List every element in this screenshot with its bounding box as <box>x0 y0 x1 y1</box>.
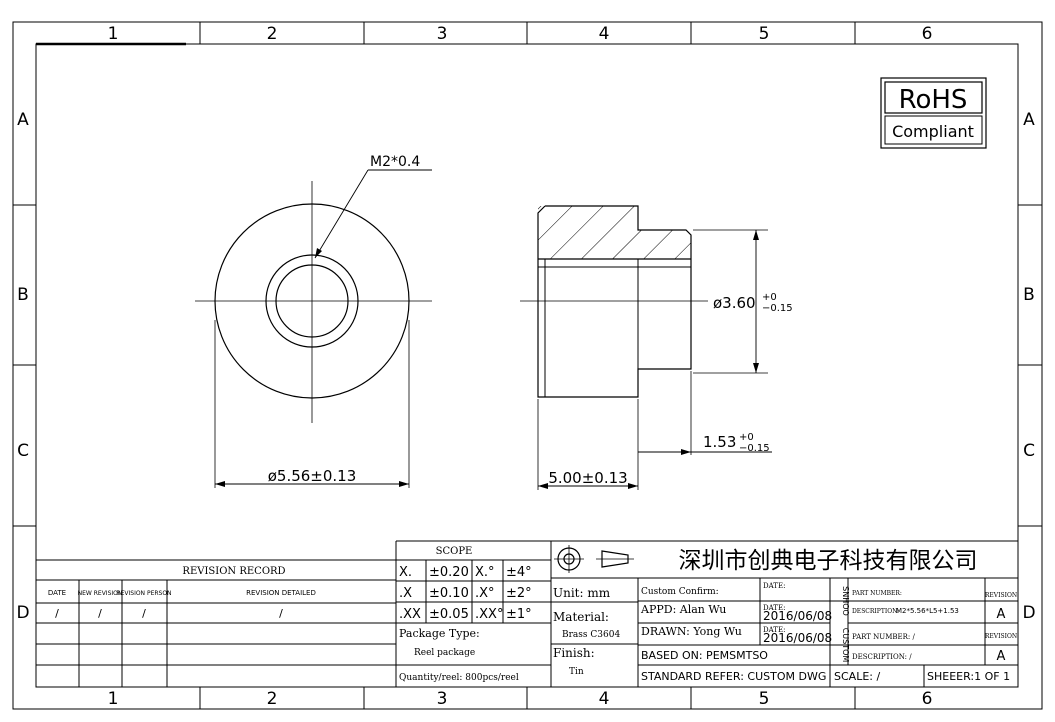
custom-confirm-label: Custom Confirm: <box>641 587 719 597</box>
drawn-date: 2016/06/08 <box>763 631 832 645</box>
row-label-d: D <box>16 603 29 623</box>
scope-row-1-angle: X.° <box>475 565 495 580</box>
row-label-a-right: A <box>1023 110 1035 130</box>
column-label-6-bottom: 6 <box>922 689 933 709</box>
scope-table <box>396 540 1018 687</box>
based-on: BASED ON: PEMSMTSO <box>641 649 768 662</box>
row-label-a: A <box>17 110 29 130</box>
scope-row-2-angle-tolerance: ±2° <box>506 586 532 601</box>
rohs-title: RoHS <box>899 85 968 115</box>
unit-label: Unit: mm <box>553 586 611 600</box>
side-view: ø3.60 +0 −0.15 1.53 +0 −0.15 5.00±0.13 <box>520 205 793 490</box>
company-name: 深圳市创典电子科技有限公司 <box>679 548 978 574</box>
drawn-by: DRAWN: Yong Wu <box>641 625 742 638</box>
column-label-2-bottom: 2 <box>267 689 278 709</box>
approved-by: APPD: Alan Wu <box>640 603 726 616</box>
revision-value-2: A <box>997 649 1006 664</box>
column-label-4-bottom: 4 <box>599 689 610 709</box>
outer-diameter-label: ø5.56±0.13 <box>268 467 357 485</box>
projection-symbol-icon <box>554 545 634 573</box>
material-label: Material: <box>553 610 609 624</box>
shank-diameter-label: ø3.60 <box>713 294 756 312</box>
column-label-3: 3 <box>437 24 448 44</box>
length-label: 5.00±0.13 <box>548 469 627 487</box>
scope-row-1-precision: X. <box>399 565 412 580</box>
revision-label-2: REVISION <box>985 633 1017 640</box>
scope-row-3-tolerance: ±0.05 <box>429 607 469 622</box>
column-label-1-bottom: 1 <box>108 689 119 709</box>
row-label-c-right: C <box>1023 441 1035 461</box>
shank-diameter-tol-upper: +0 <box>762 292 777 303</box>
revision-header-detailed: REVISION DETAILED <box>246 589 316 597</box>
thread-label: M2*0.4 <box>370 154 420 170</box>
revision-header-new-revision: NEW REVISION <box>78 590 123 597</box>
column-label-1: 1 <box>108 24 119 44</box>
scope-row-2-precision: .X <box>399 586 412 601</box>
approved-date-label: DATE: <box>763 604 785 612</box>
description-label: DESCRIPTION: <box>852 608 899 615</box>
part-number-label: PART NUMBER: <box>852 590 902 597</box>
scope-title: SCOPE <box>436 546 473 557</box>
side-label-snhoo: SNHOO <box>841 586 850 616</box>
custom-confirm-date-label: DATE: <box>763 582 785 590</box>
column-label-5-bottom: 5 <box>759 689 770 709</box>
revision-header-person: REVISION PERSON <box>116 590 171 597</box>
scope-row-3-precision: .XX <box>399 607 421 622</box>
column-label-2: 2 <box>267 24 278 44</box>
side-label-custom: CUSTOM <box>841 628 850 663</box>
package-type-value: Reel package <box>414 648 475 658</box>
quantity-per-reel: Quantity/reel: 800pcs/reel <box>399 673 519 683</box>
zone-dividers <box>13 22 1042 709</box>
revision-value: A <box>997 607 1006 622</box>
scope-row-2-angle: .X° <box>475 586 495 601</box>
column-label-3-bottom: 3 <box>437 689 448 709</box>
title-block-grid <box>638 578 1018 687</box>
scope-row-1-tolerance: ±0.20 <box>429 565 469 580</box>
column-label-6: 6 <box>922 24 933 44</box>
scope-row-1-angle-tolerance: ±4° <box>506 565 532 580</box>
column-label-4: 4 <box>599 24 610 44</box>
scope-row-3-angle-tolerance: ±1° <box>506 607 532 622</box>
approved-date: 2016/06/08 <box>763 609 832 623</box>
revision-cell-person: / <box>142 607 146 620</box>
standard-refer: STANDARD REFER: CUSTOM DWG <box>641 670 826 683</box>
scale-label: SCALE: / <box>834 670 880 683</box>
material-value: Brass C3604 <box>562 630 620 640</box>
head-height-tol-upper: +0 <box>739 432 754 443</box>
rohs-badge: RoHS Compliant <box>880 77 987 149</box>
revision-cell-date: / <box>55 607 59 620</box>
thread-leader-line <box>314 169 369 259</box>
revision-record-title: REVISION RECORD <box>182 566 285 577</box>
revision-record-table <box>36 541 397 687</box>
package-type-label: Package Type: <box>399 627 480 640</box>
row-label-d-right: D <box>1022 603 1035 623</box>
row-label-b-right: B <box>1023 285 1035 305</box>
scope-row-2-tolerance: ±0.10 <box>429 586 469 601</box>
revision-header-date: DATE <box>48 589 66 597</box>
part-number-2: PART NUMBER: / <box>852 633 915 641</box>
head-height-tol-lower: −0.15 <box>739 443 770 454</box>
revision-cell-detailed: / <box>279 607 283 620</box>
scope-row-3-angle: .XX° <box>475 607 503 622</box>
row-label-b: B <box>17 285 29 305</box>
material-column <box>551 577 1018 687</box>
revision-label: REVISION <box>985 592 1017 599</box>
row-label-c: C <box>17 441 29 461</box>
revision-cell-new-revision: / <box>98 607 102 620</box>
sheet-label: SHEEER:1 OF 1 <box>927 670 1010 683</box>
drawn-date-label: DATE: <box>763 626 785 634</box>
finish-label: Finish: <box>553 646 595 660</box>
shank-diameter-tol-lower: −0.15 <box>762 303 793 314</box>
column-label-5: 5 <box>759 24 770 44</box>
description-2: DESCRIPTION: / <box>852 653 912 661</box>
front-view: M2*0.4 ø5.56±0.13 <box>195 154 432 488</box>
finish-value: Tin <box>569 667 584 677</box>
description-value: M2*5.56*L5+1.53 <box>896 607 959 615</box>
rohs-subtitle: Compliant <box>892 122 974 141</box>
head-height-label: 1.53 <box>703 433 736 451</box>
part-outline <box>537 205 692 398</box>
